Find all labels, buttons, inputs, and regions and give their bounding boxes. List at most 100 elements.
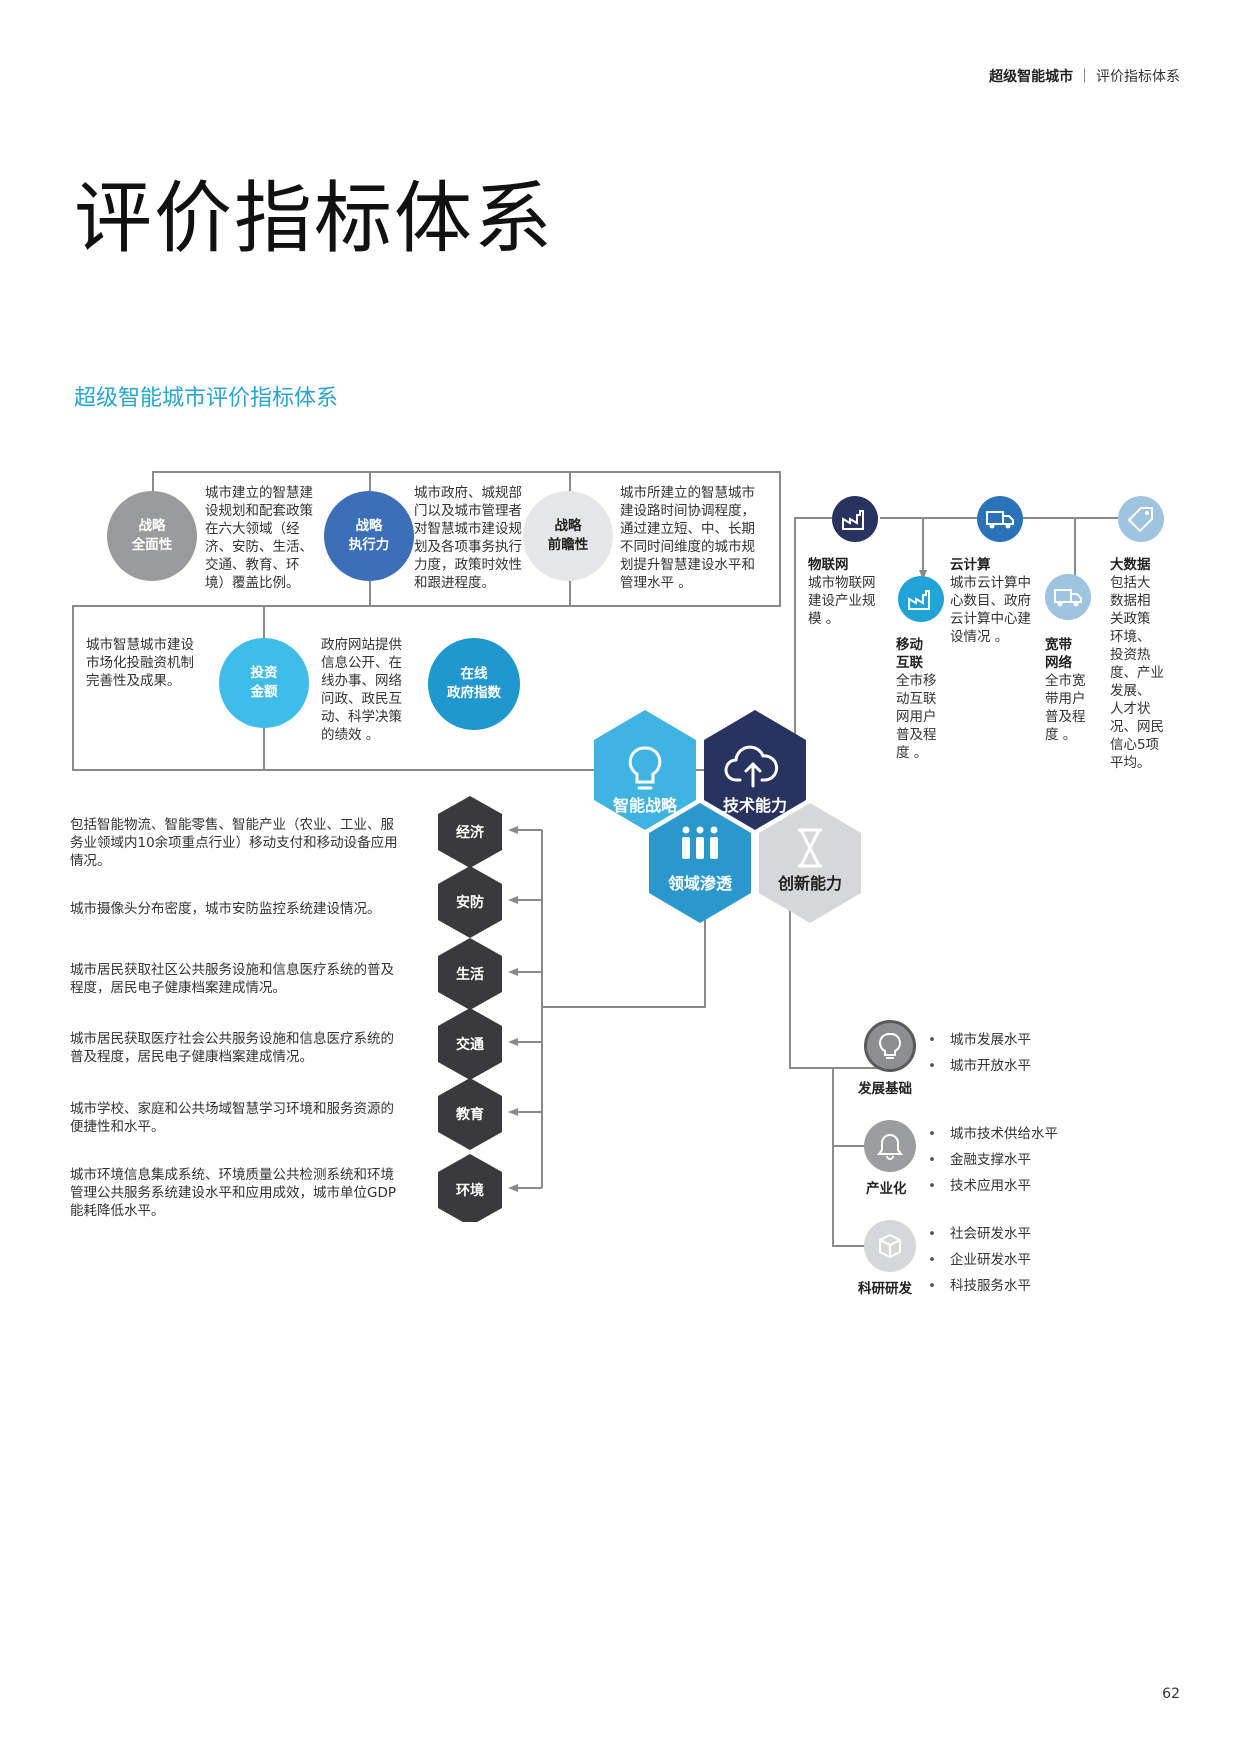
domain-hex-education — [438, 1078, 502, 1150]
innovation-list-rnd: 社会研发水平 企业研发水平 科技服务水平 — [928, 1222, 1031, 1300]
tech-name: 物联网 — [808, 557, 849, 573]
innovation-name: 科研研发 — [858, 1281, 912, 1297]
cloud-upload-icon — [724, 745, 779, 788]
factory-icon — [842, 510, 864, 530]
domain-desc-traffic: 城市居民获取医疗社会公共服务设施和信息医疗系统的普及程度，居民电子健康档案建成情… — [70, 1031, 394, 1065]
hex-label: 领域渗透 — [668, 874, 733, 893]
tech-name: 移动互联 — [896, 637, 923, 671]
hex-tech-capability: 技术能力 — [704, 710, 806, 830]
strategy-execution-desc: 城市政府、城规部门以及城市管理者对智慧城市建设规划及各项事务执行力度，政策时效性… — [414, 485, 522, 591]
domain-desc-life: 城市居民获取社区公共服务设施和信息医疗系统的普及程度，居民电子健康档案建成情况。 — [70, 962, 394, 996]
strategy-label-line1: 战略 — [138, 518, 166, 534]
hex-label: 智能战略 — [613, 796, 678, 815]
bell-icon — [877, 1133, 903, 1160]
strategy-label-line2: 前瞻性 — [547, 537, 589, 553]
header-title: 超级智能城市 — [989, 69, 1074, 85]
list-item: 城市技术供给水平 — [928, 1122, 1058, 1142]
iot-circle — [832, 496, 878, 542]
hex-label: 技术能力 — [723, 796, 787, 815]
page-title: 评价指标体系 — [74, 174, 555, 264]
cloud-block: 云计算 城市云计算中心数目、政府云计算中心建设情况 。 — [950, 556, 1031, 646]
domain-hex-security — [438, 866, 502, 938]
running-header: 超级智能城市 ｜ 评价指标体系 — [989, 66, 1180, 86]
innovation-name: 产业化 — [866, 1181, 907, 1197]
truck-icon — [986, 511, 1014, 529]
bigdata-circle — [1118, 496, 1164, 542]
people-icon — [682, 826, 718, 859]
page-number: 62 — [1162, 1686, 1180, 1702]
strategy-label-line2: 执行力 — [348, 537, 390, 553]
factory-icon — [908, 590, 930, 610]
innovation-list-base: 城市发展水平 城市开放水平 — [928, 1028, 1031, 1080]
strategy-execution-circle: 战略执行力 — [324, 491, 414, 581]
domain-name: 环境 — [456, 1182, 484, 1199]
list-item: 企业研发水平 — [928, 1248, 1031, 1268]
strategy-comprehensive-desc: 城市建立的智慧建设规划和配套政策在六大领域（经济、安防、生活、交通、教育、环境）… — [205, 485, 313, 591]
domain-name: 经济 — [456, 824, 485, 841]
strategy-label-line1: 在线 — [460, 666, 488, 682]
list-item: 科技服务水平 — [928, 1274, 1031, 1294]
tech-desc: 全市宽带用户普及程度 。 — [1045, 673, 1086, 743]
strategy-label-line2: 政府指数 — [447, 685, 501, 701]
iot-block: 物联网 城市物联网建设产业规模 。 — [808, 556, 876, 628]
hex-innovation-capability: 创新能力 — [759, 803, 861, 923]
hex-domain-penetration: 领域渗透 — [649, 803, 751, 923]
domain-name: 安防 — [456, 894, 484, 911]
domain-name: 生活 — [456, 966, 484, 983]
truck-icon — [1054, 589, 1082, 607]
strategy-comprehensive-circle: 战略全面性 — [107, 491, 197, 581]
innovation-list-industry: 城市技术供给水平 金融支撑水平 技术应用水平 — [928, 1122, 1058, 1200]
innovation-rnd-circle — [864, 1220, 916, 1272]
tech-desc: 全市移动互联网用户普及程度 。 — [896, 673, 937, 761]
tech-desc: 城市物联网建设产业规模 。 — [808, 575, 876, 627]
domain-name: 交通 — [456, 1036, 484, 1053]
hex-smart-strategy: 智能战略 — [594, 710, 696, 830]
strategy-label-line2: 全面性 — [131, 537, 173, 553]
hourglass-icon — [798, 828, 822, 868]
header-section: 评价指标体系 — [1096, 69, 1180, 85]
innovation-name: 发展基础 — [858, 1081, 912, 1097]
bigdata-block: 大数据 包括大数据相关政策环境、投资热度、产业发展、人才状况、网民信心5项平均。 — [1110, 556, 1164, 772]
tech-desc: 包括大数据相关政策环境、投资热度、产业发展、人才状况、网民信心5项平均。 — [1110, 575, 1164, 771]
list-item: 城市发展水平 — [928, 1028, 1031, 1048]
list-item: 金融支撑水平 — [928, 1148, 1058, 1168]
strategy-label-line2: 金额 — [250, 684, 278, 700]
investment-desc: 城市智慧城市建设市场化投融资机制完善性及成果。 — [86, 637, 194, 689]
list-item: 城市开放水平 — [928, 1054, 1031, 1074]
online-gov-desc: 政府网站提供信息公开、在线办事、网络问政、政民互动、科学决策的绩效 。 — [321, 637, 402, 743]
figure-subtitle: 超级智能城市评价指标体系 — [74, 386, 339, 411]
innovation-base-circle — [864, 1020, 916, 1072]
strategy-label-line1: 战略 — [355, 518, 383, 534]
domain-desc-education: 城市学校、家庭和公共场域智慧学习环境和服务资源的便捷性和水平。 — [70, 1101, 394, 1135]
tech-name: 大数据 — [1110, 557, 1151, 573]
online-gov-index-circle: 在线政府指数 — [428, 638, 520, 730]
core-hexagons: 智能战略 技术能力 领域渗透 创新能力 — [594, 710, 861, 923]
domain-name: 教育 — [456, 1106, 484, 1123]
broadband-circle — [1045, 574, 1091, 620]
list-item: 技术应用水平 — [928, 1174, 1058, 1194]
cube-icon — [879, 1233, 901, 1259]
domain-desc-security: 城市摄像头分布密度，城市安防监控系统建设情况。 — [70, 901, 381, 917]
strategy-foresight-desc: 城市所建立的智慧城市建设路时间协调程度，通过建立短、中、长期不同时间维度的城市规… — [620, 485, 755, 591]
bulb-icon — [879, 1032, 901, 1059]
tech-name: 云计算 — [950, 557, 991, 573]
header-separator: ｜ — [1077, 69, 1092, 85]
innovation-industry-circle — [864, 1120, 916, 1172]
list-item: 社会研发水平 — [928, 1222, 1031, 1242]
strategy-label-line1: 投资 — [250, 665, 278, 681]
domain-hex-economy — [438, 796, 502, 868]
bulb-icon — [628, 746, 662, 790]
domain-hex-life — [438, 938, 502, 1010]
tech-desc: 城市云计算中心数目、政府云计算中心建设情况 。 — [950, 575, 1031, 645]
tag-icon — [1127, 507, 1153, 533]
domain-desc-environment: 城市环境信息集成系统、环境质量公共检测系统和环境管理公共服务系统建设水平和应用成… — [70, 1167, 396, 1219]
domain-hex-environment — [438, 1154, 502, 1222]
strategy-foresight-circle: 战略前瞻性 — [523, 491, 613, 581]
mobile-circle — [898, 576, 944, 622]
domain-hex-traffic — [438, 1008, 502, 1080]
broadband-block: 宽带网络 全市宽带用户普及程度 。 — [1045, 636, 1086, 744]
domain-desc-economy: 包括智能物流、智能零售、智能产业（农业、工业、服务业领域内10余项重点行业）移动… — [70, 817, 398, 869]
cloud-circle — [977, 496, 1023, 542]
investment-amount-circle: 投资金额 — [219, 638, 309, 728]
domain-hexagons: 经济 安防 生活 交通 教育 环境 — [438, 796, 502, 1222]
